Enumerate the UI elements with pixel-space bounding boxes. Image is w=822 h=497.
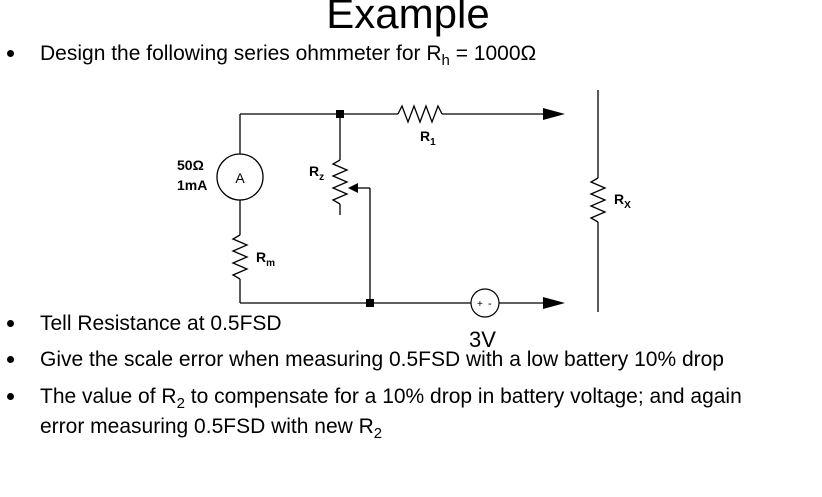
terminal-arrow-bottom-icon (543, 297, 565, 309)
terminal-arrow-top-icon (543, 108, 565, 120)
slide-title: Example (326, 0, 490, 37)
rm-resistor (231, 234, 249, 280)
bullet-compensation-line-1: The value of R2 to compensate for a 10% … (40, 383, 742, 411)
bullet-compensation-line-2: error measuring 0.5FSD with new R2 (40, 413, 382, 441)
battery-plus-sign: + (477, 299, 483, 310)
battery-source-icon (470, 288, 500, 318)
bullet-marker (7, 50, 14, 57)
bullet-compensation-text-rest: to compensate for a 10% drop in battery … (184, 385, 742, 408)
rz-resistor (331, 159, 349, 205)
circuit-wires (231, 90, 607, 312)
bullet-resistance: Tell Resistance at 0.5FSD (40, 312, 282, 335)
r1-resistor (397, 104, 443, 124)
bullet-design-subscript: h (441, 52, 450, 69)
bullet-compensation-subscript: 2 (176, 395, 185, 412)
meter-resistance-label: 50Ω (177, 157, 204, 173)
ammeter-symbol (216, 153, 264, 201)
bullet-design: Design the following series ohmmeter for… (40, 40, 536, 68)
bullet-marker (7, 320, 14, 327)
r1-label: R1 (420, 128, 436, 148)
bullet-compensation-text-2: error measuring 0.5FSD with new R (40, 415, 374, 438)
meter-current-label: 1mA (177, 177, 207, 193)
rx-resistor (589, 177, 607, 223)
bullet-compensation-text: The value of R (40, 385, 177, 408)
bullet-design-value: = 1000Ω (449, 42, 537, 65)
bullet-compensation-subscript-2: 2 (373, 425, 383, 442)
junction-dot-bottom (366, 299, 374, 307)
rz-label: Rz (309, 163, 324, 183)
rx-label: RX (614, 191, 631, 211)
bullet-marker (7, 393, 14, 400)
battery-voltage-label: 3V (469, 327, 496, 352)
bullet-design-text: Design the following series ohmmeter for… (40, 42, 442, 65)
battery-minus-sign: - (488, 298, 492, 310)
bullet-scale-error: Give the scale error when measuring 0.5F… (40, 348, 724, 371)
ammeter-letter: A (235, 170, 245, 186)
rz-wiper-arrow-icon (348, 183, 358, 193)
rm-label: Rm (256, 249, 275, 269)
junction-dot-top (336, 110, 344, 118)
bullet-marker (7, 356, 14, 363)
